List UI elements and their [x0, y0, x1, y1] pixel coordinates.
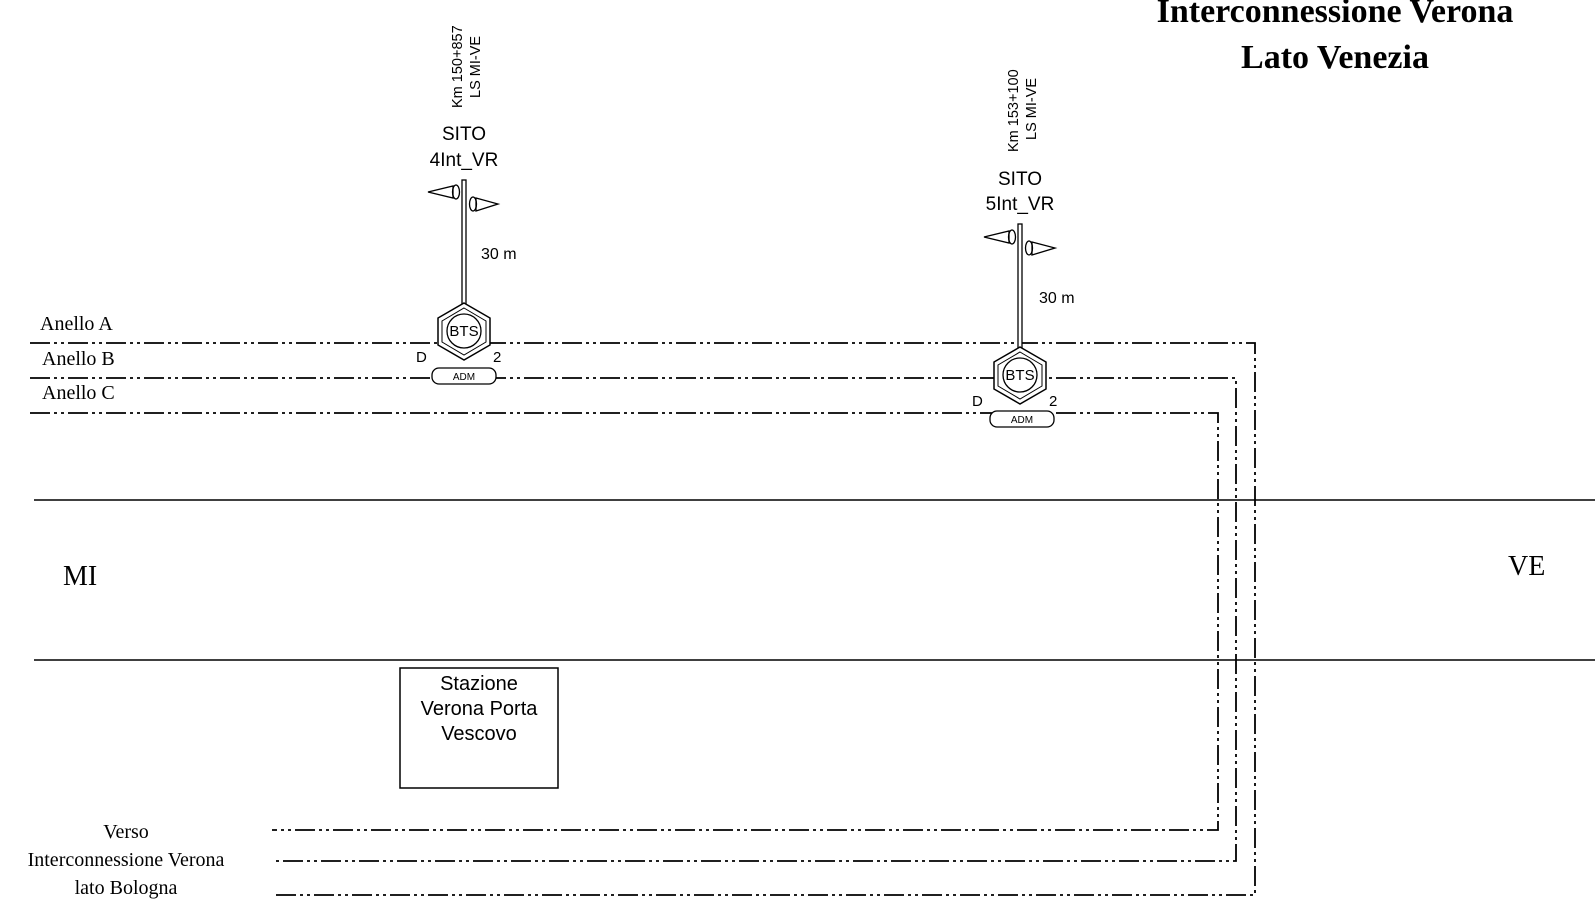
site-4int-vr: Km 150+857 LS MI-VE SITO 4Int_VR 30 m BT…	[416, 25, 517, 385]
site-name-line2: 4Int_VR	[430, 150, 499, 171]
sector-antenna-icon	[468, 196, 501, 212]
adm-multiplexer-icon	[431, 367, 497, 385]
verso-label-line3: lato Bologna	[75, 877, 178, 899]
site-line-label: LS MI-VE	[468, 36, 484, 98]
site-line-label: LS MI-VE	[1024, 78, 1040, 140]
bts-hexagon-icon	[437, 302, 491, 361]
port-d-label: D	[416, 349, 427, 366]
bts-hexagon-icon	[993, 346, 1047, 405]
verso-label-line1: Verso	[103, 821, 149, 843]
sector-antenna-icon	[1024, 240, 1058, 256]
site-km-label: Km 153+100	[1006, 69, 1022, 152]
sector-antenna-icon	[983, 229, 1017, 245]
diagram-title-line2: Lato Venezia	[1241, 39, 1429, 76]
diagram-title-line1: Interconnessione Verona	[1157, 0, 1514, 30]
antenna-mast	[461, 179, 467, 306]
antenna-mast	[1017, 223, 1023, 350]
adm-multiplexer-icon	[989, 410, 1055, 428]
ring-c-line	[30, 412, 1219, 831]
mast-height-label: 30 m	[1039, 290, 1075, 307]
station-name-line2: Verona Porta	[421, 698, 539, 720]
direction-mi-label: MI	[63, 561, 97, 592]
port-2-label: 2	[1049, 393, 1057, 410]
site-km-label: Km 150+857	[450, 25, 466, 108]
ring-b-label: Anello B	[42, 348, 115, 370]
site-name-line2: 5Int_VR	[986, 194, 1055, 215]
bts-label: BTS	[1005, 367, 1034, 384]
port-2-label: 2	[493, 349, 501, 366]
verso-label-line2: Interconnessione Verona	[28, 849, 225, 871]
site-5int-vr: Km 153+100 LS MI-VE SITO 5Int_VR 30 m BT…	[972, 69, 1075, 428]
site-name-line1: SITO	[998, 169, 1042, 190]
mast-height-label: 30 m	[481, 246, 517, 263]
direction-ve-label: VE	[1508, 551, 1545, 582]
ring-a-label: Anello A	[40, 313, 113, 335]
site-name-line1: SITO	[442, 124, 486, 145]
port-d-label: D	[972, 393, 983, 410]
station-box: Stazione Verona Porta Vescovo	[399, 667, 559, 789]
ring-a-line	[30, 342, 1256, 896]
bts-label: BTS	[449, 323, 478, 340]
station-name-line1: Stazione	[440, 673, 518, 695]
ring-c-label: Anello C	[42, 382, 115, 404]
sector-antenna-icon	[427, 184, 461, 200]
adm-label: ADM	[453, 372, 475, 383]
ring-b-line	[30, 377, 1237, 862]
station-name-line3: Vescovo	[441, 723, 517, 745]
adm-label: ADM	[1011, 415, 1033, 426]
